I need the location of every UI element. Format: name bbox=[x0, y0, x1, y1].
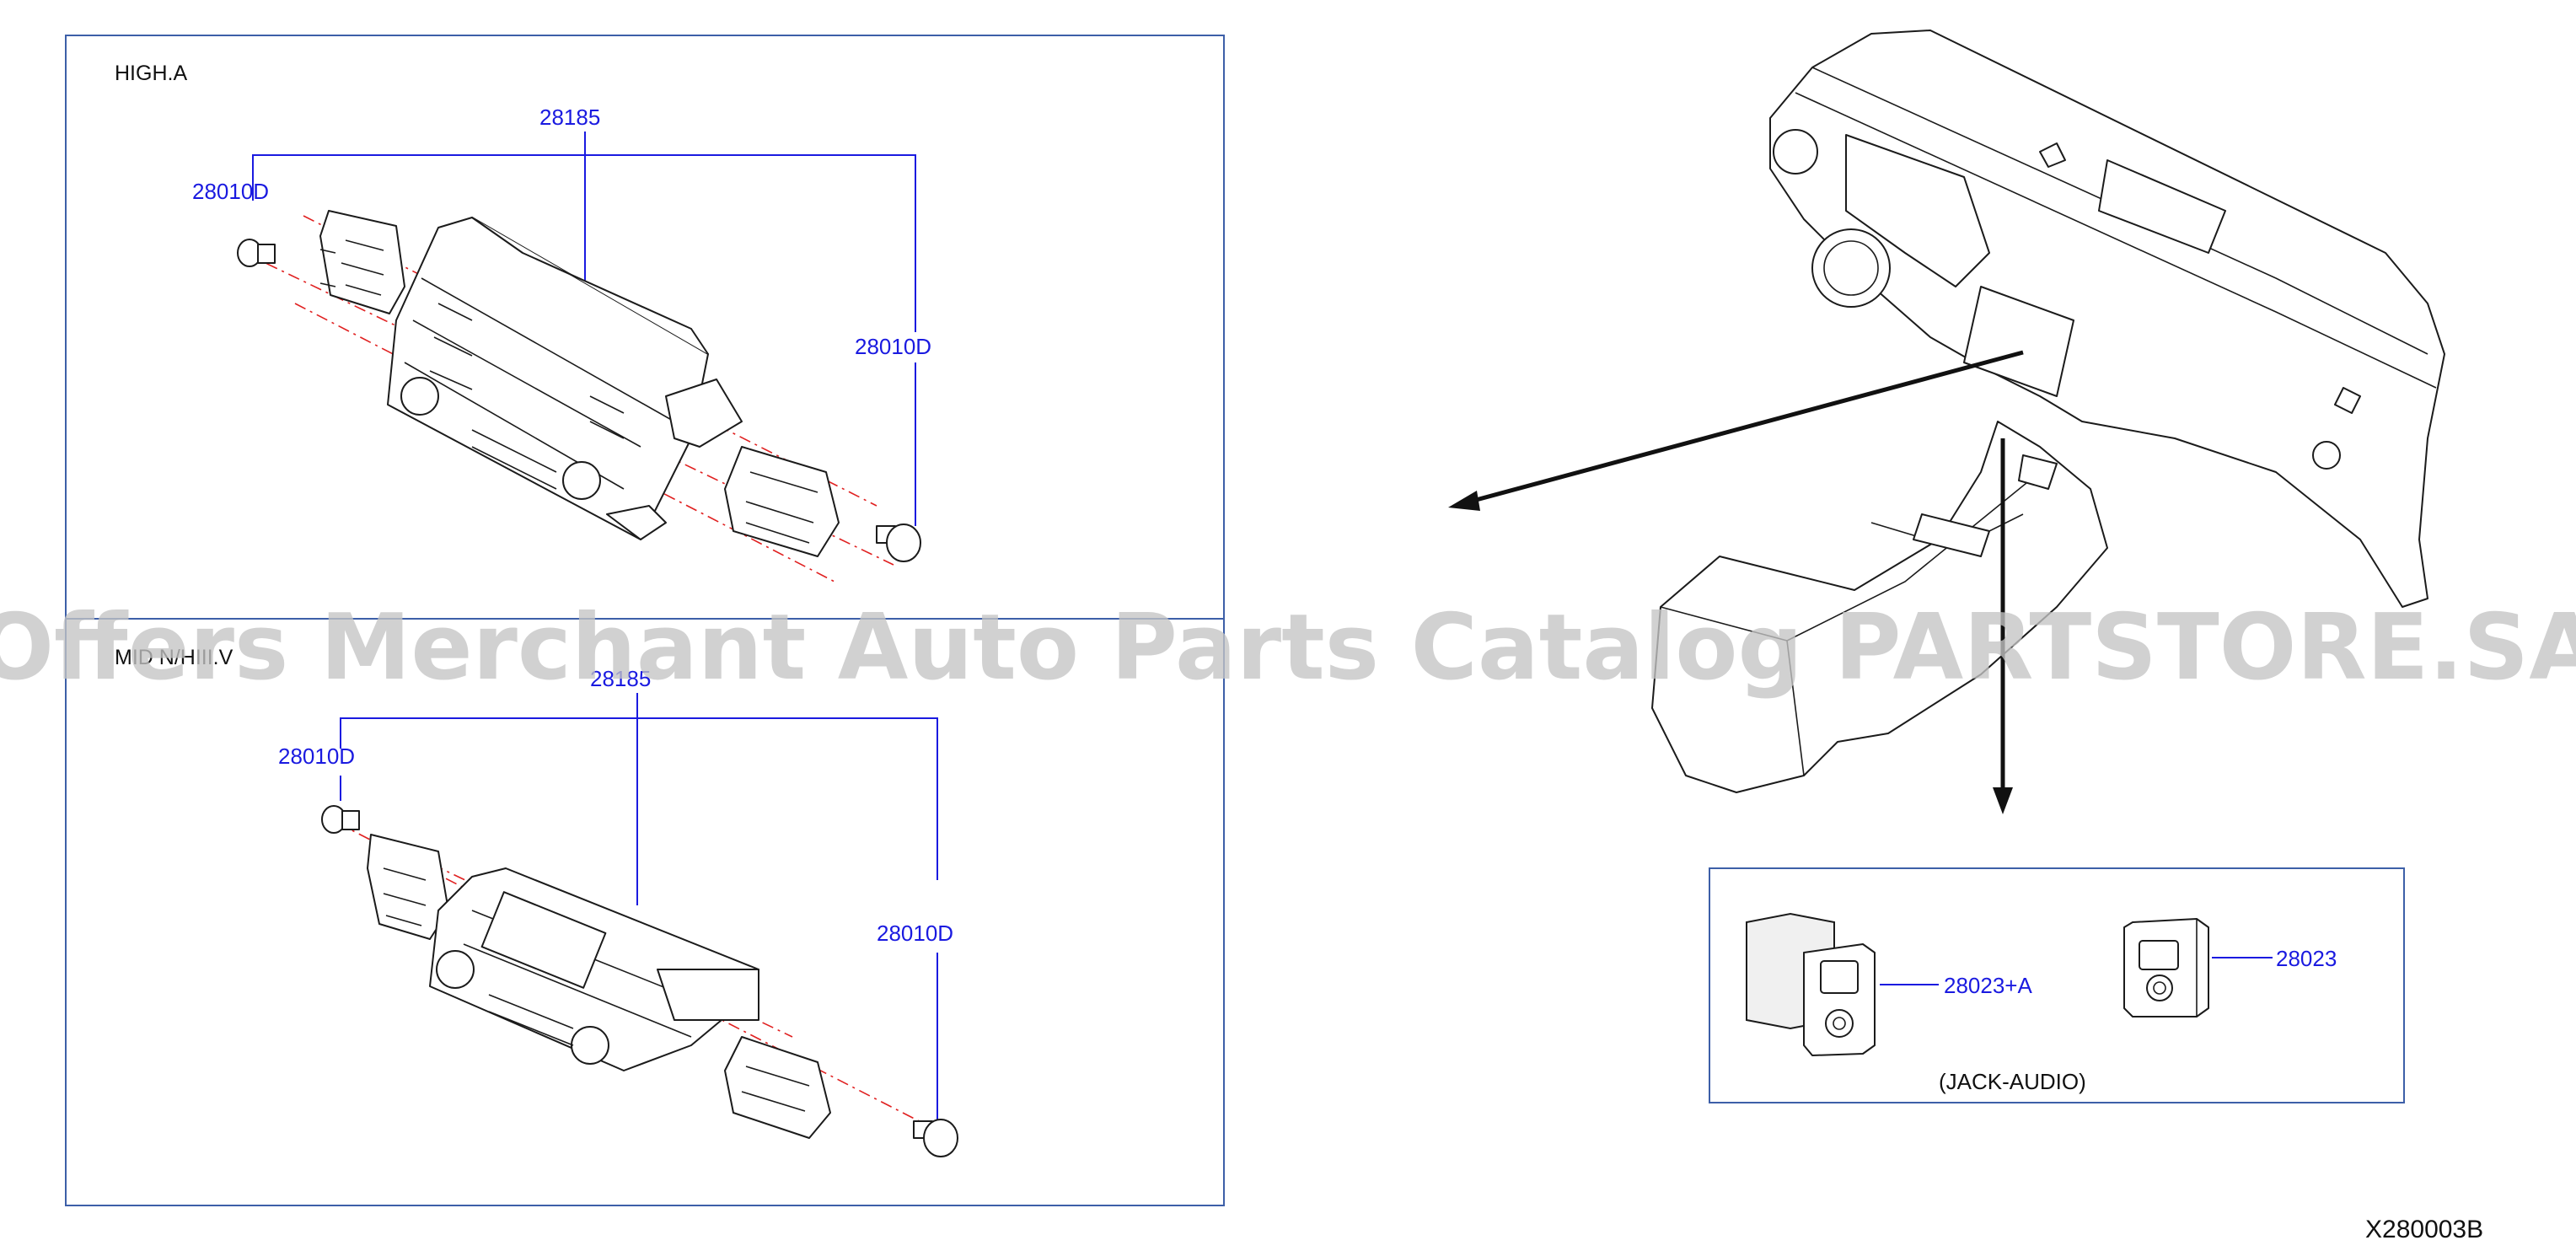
mid-callout-screw-left[interactable]: 28010D bbox=[278, 744, 355, 769]
jack-caption: (JACK-AUDIO) bbox=[1939, 1069, 2086, 1094]
jack-callout-a[interactable]: 28023+A bbox=[1944, 973, 2032, 998]
jack-callout-b[interactable]: 28023 bbox=[2276, 946, 2337, 971]
mid-assembly-bracket-line bbox=[340, 717, 938, 880]
panel-jack: 28023+A 28023 (JACK-AUDIO) bbox=[1709, 867, 2405, 1103]
dashboard-drawing bbox=[1448, 30, 2445, 814]
dash-center-screen bbox=[1963, 286, 2074, 397]
high-head-unit bbox=[387, 217, 709, 540]
mid-callout-screw-right[interactable]: 28010D bbox=[877, 921, 953, 946]
dash-glovebox bbox=[2098, 159, 2226, 254]
panel-high-title: HIGH.A bbox=[115, 62, 187, 85]
jack-part-a bbox=[1746, 912, 1876, 1056]
high-callout-screw-right[interactable]: 28010D bbox=[855, 334, 931, 359]
arrow-to-head-unit bbox=[1466, 350, 2024, 505]
watermark-text: Offers Merchant Auto Parts Catalog PARTS… bbox=[0, 595, 2576, 701]
panel-jack-frame bbox=[1709, 867, 2405, 1103]
high-callout-screw-left[interactable]: 28010D bbox=[192, 179, 269, 204]
panel-high: HIGH.A 28185 28010D 28010D bbox=[65, 35, 1225, 620]
arrow-head-down bbox=[1993, 787, 2013, 814]
high-bracket-right bbox=[665, 379, 840, 557]
high-screw-left bbox=[237, 239, 276, 267]
high-screw-right bbox=[876, 523, 921, 562]
dash-vent-left bbox=[1773, 129, 1818, 174]
mid-callout-assembly[interactable]: 28185 bbox=[590, 666, 651, 691]
panel-mid-frame bbox=[65, 618, 1225, 1206]
mid-bracket-left bbox=[367, 834, 449, 940]
mid-screw-left bbox=[321, 805, 360, 834]
high-bracket-left bbox=[319, 210, 405, 314]
mid-head-unit bbox=[429, 867, 759, 1071]
mid-screw-right bbox=[913, 1119, 958, 1157]
diagram-code: X280003B bbox=[2365, 1216, 2483, 1243]
mid-bracket-right bbox=[724, 1036, 831, 1139]
dash-center-console bbox=[1651, 421, 2108, 793]
panel-mid-title: MID N/HIII.V bbox=[115, 646, 233, 669]
jack-part-b bbox=[2123, 918, 2209, 1017]
high-callout-assembly[interactable]: 28185 bbox=[539, 105, 600, 130]
dash-instrument-cluster bbox=[1845, 134, 1990, 287]
panel-mid: MID N/HIII.V 28185 28010D 28010D bbox=[65, 618, 1225, 1206]
arrow-head-left bbox=[1448, 491, 1480, 511]
